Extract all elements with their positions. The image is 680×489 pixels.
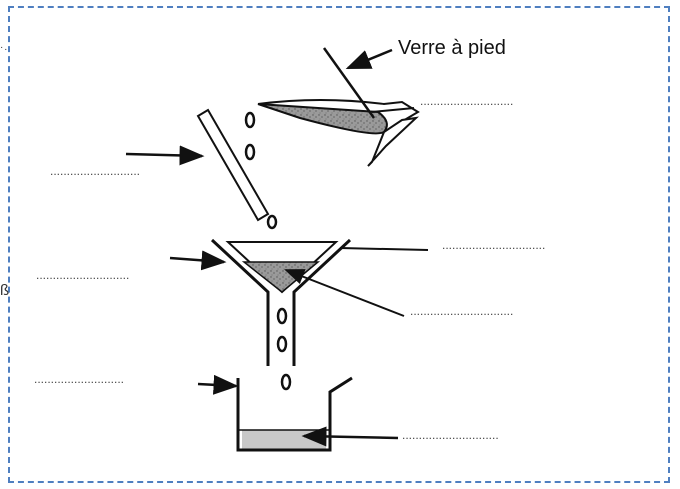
arrow-verre xyxy=(345,48,393,70)
glass-stem-foot xyxy=(367,116,420,167)
stirring-rod xyxy=(196,108,270,222)
drop-1 xyxy=(244,111,256,129)
blank-funnel: ............................ xyxy=(36,268,130,282)
arrow-funnel-left xyxy=(169,250,227,271)
glass-bowl-outline xyxy=(257,99,420,133)
drop-5 xyxy=(276,335,288,353)
blank-residue: ............................... xyxy=(410,304,514,318)
drop-2 xyxy=(244,143,256,161)
blank-rod: ........................... xyxy=(50,164,141,178)
arrow-filter-paper xyxy=(339,247,429,251)
blank-glass-foot: ............................ xyxy=(420,94,514,108)
filtrate xyxy=(242,430,326,450)
dashed-frame xyxy=(8,6,670,483)
blank-beaker: ........................... xyxy=(34,372,125,386)
drop-6 xyxy=(280,373,292,391)
stray-dots: ·. xyxy=(0,42,9,53)
drop-4 xyxy=(276,307,288,325)
funnel xyxy=(210,238,352,366)
stray-glyph: ß xyxy=(0,282,10,299)
rod-shape xyxy=(196,108,270,222)
arrow-glass-foot xyxy=(371,107,415,113)
wine-glass xyxy=(257,47,420,167)
funnel-left-wall xyxy=(210,238,270,366)
blank-filtrate: ............................. xyxy=(402,428,499,442)
funnel-right-wall xyxy=(292,238,352,366)
arrow-filtrate xyxy=(301,426,399,447)
filter-residue xyxy=(241,261,321,293)
blank-filter-paper: ............................... xyxy=(442,238,546,252)
arrow-beaker xyxy=(197,374,239,395)
label-verre-a-pied: Verre à pied xyxy=(398,37,506,59)
drop-3 xyxy=(266,214,278,230)
beaker-outline xyxy=(236,376,353,452)
glass-rim-line xyxy=(322,47,376,119)
beaker xyxy=(236,376,353,452)
arrow-residue xyxy=(284,269,405,317)
arrow-rod xyxy=(125,145,205,166)
